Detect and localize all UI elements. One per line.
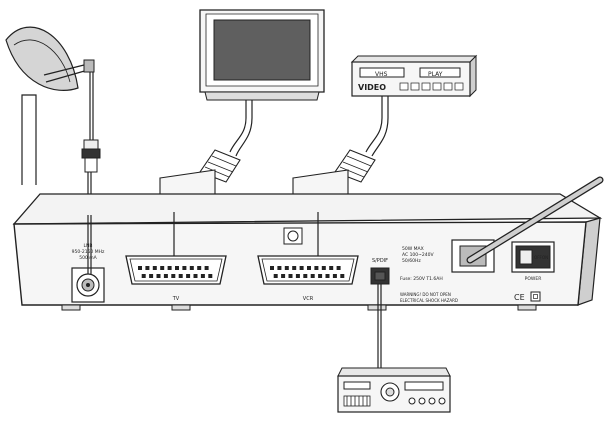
scart-pin-vcr [325,274,330,278]
scart-pin-vcr [273,274,278,278]
scart-pin-tv [160,266,165,270]
scart-pin-vcr [288,274,293,278]
lnb-cable-connector [81,139,101,215]
scart-pin-vcr [340,274,345,278]
switch-on-label: ON [542,255,548,260]
scart-pin-tv [138,266,142,270]
scart-pin-tv [145,266,150,270]
scart-pins-vcr [270,266,345,278]
tv-port-label: TV [172,296,180,302]
scart-pin-tv [182,266,187,270]
power-info-text: 50W MAX AC 100~240V 50/60Hz Fuse: 250V T… [400,246,458,303]
scart-pin-vcr [277,266,282,270]
scart-pin-tv [200,274,205,278]
scart-pin-vcr [329,266,334,270]
scart-pin-vcr [292,266,297,270]
scart-pin-vcr [318,274,323,278]
scart-pin-tv [152,266,157,270]
scart-pin-tv [186,274,191,278]
scart-pin-tv [178,274,183,278]
audio-amplifier [337,367,451,413]
scart-pin-tv [189,266,194,270]
switch-off-label: OFF [534,255,542,260]
television [199,9,325,157]
vcr-brand-label: VIDEO [358,83,386,92]
scart-pin-tv [141,274,146,278]
scart-pin-tv [204,266,209,270]
power-label-2: AC 100~240V [402,252,435,258]
scart-pin-tv [167,266,172,270]
fuse-label: Fuse: 250V T1.6AH [400,276,443,282]
scart-pin-vcr [310,274,315,278]
power-switch: OFF ON POWER [511,241,555,282]
scart-pin-tv [197,266,202,270]
ce-mark: CE [514,291,541,302]
scart-pin-tv [208,274,213,278]
scart-socket-vcr: VCR [257,255,359,302]
scart-pin-tv [156,274,161,278]
scart-pin-tv [163,274,168,278]
scart-pins-tv [138,266,213,278]
power-switch-label: POWER [525,276,542,282]
vcr-port-label: VCR [303,296,314,302]
scart-pin-vcr [314,266,319,270]
scart-pin-tv [149,274,154,278]
scart-pin-vcr [299,266,304,270]
scart-pin-vcr [284,266,289,270]
scart-pin-tv [193,274,198,278]
scart-pin-vcr [336,266,341,270]
power-label-3: 50/60Hz [402,258,421,264]
power-label-1: 50W MAX [402,246,424,252]
scart-pin-vcr [270,266,274,270]
warning-label-2: ELECTRICAL SHOCK HAZARD [400,298,458,303]
scart-pin-vcr [321,266,326,270]
scart-pin-vcr [295,274,300,278]
scart-pin-vcr [307,266,311,270]
vcr-device: VHS PLAY VIDEO [350,54,478,157]
scart-socket-tv: TV [125,255,227,302]
scart-pin-tv [175,266,179,270]
vcr-model-label: VHS [375,71,388,78]
scart-pin-vcr [303,274,308,278]
spdif-label: S/PDIF [372,258,388,264]
satellite-dish [5,26,95,185]
vcr-display-label: PLAY [428,71,443,78]
warning-label-1: WARNING! DO NOT OPEN [400,292,451,297]
scart-pin-tv [171,274,176,278]
ce-label: CE [514,293,525,302]
scart-pin-vcr [332,274,337,278]
scart-pin-vcr [281,274,286,278]
spdif-port: S/PDIF [370,258,390,285]
